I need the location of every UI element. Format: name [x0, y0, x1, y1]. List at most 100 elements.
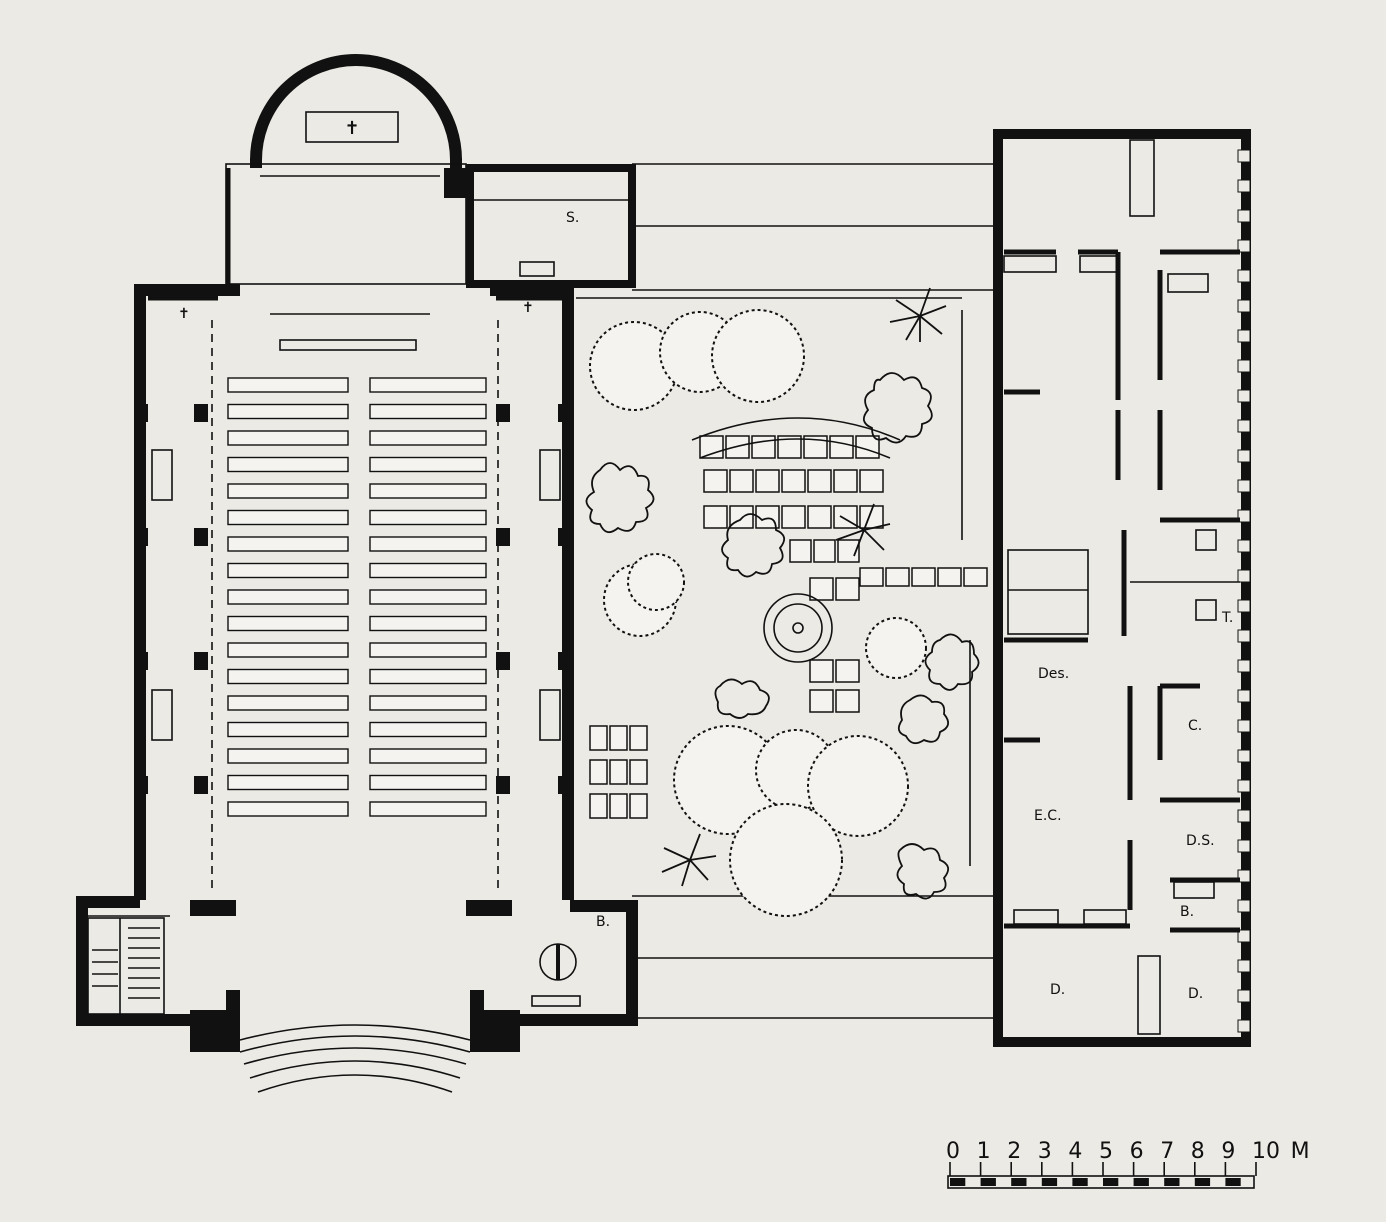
window [1237, 269, 1251, 283]
paving-stone [809, 689, 834, 713]
window [1237, 179, 1251, 193]
window [1237, 149, 1251, 163]
paving-stone [813, 539, 836, 563]
window [1237, 359, 1251, 373]
paving-stone [755, 469, 780, 493]
scale-tick-label: 6 [1130, 1139, 1144, 1164]
window [1237, 389, 1251, 403]
paving-stone [807, 469, 832, 493]
pew [227, 721, 349, 738]
scale-block [1103, 1178, 1119, 1186]
pew [227, 589, 349, 605]
window [1237, 629, 1251, 643]
room-label-baptistery: B. [596, 914, 610, 930]
pew [227, 430, 349, 446]
altar-cross: ✝ [344, 118, 359, 139]
nave-walls [134, 284, 574, 900]
pew [227, 403, 349, 420]
window [1237, 719, 1251, 733]
scale-block [1072, 1178, 1088, 1186]
scale-tick-label: 2 [1007, 1139, 1021, 1164]
pew [369, 801, 487, 817]
parish-stairs [1007, 139, 1161, 1035]
scale-block [1011, 1178, 1027, 1186]
narthex-walls [76, 896, 638, 1026]
paving-stone [835, 659, 860, 683]
window [1237, 329, 1251, 343]
pew [227, 483, 349, 499]
window [1237, 1019, 1251, 1033]
cloister-garden [585, 287, 988, 917]
paving-stone [609, 759, 628, 785]
paving-stone [609, 725, 628, 751]
paving-stone [833, 469, 858, 493]
scale-tick-label: 1 [977, 1139, 991, 1164]
window-openings [1237, 149, 1251, 1033]
pew [369, 562, 487, 579]
pew [227, 615, 349, 632]
pew [227, 642, 349, 658]
window [1237, 779, 1251, 793]
room-label-ec: E.C. [1034, 808, 1062, 824]
pew [227, 695, 349, 711]
scale-block [1164, 1178, 1180, 1186]
window [1237, 659, 1251, 673]
pew [369, 615, 487, 632]
pew [369, 456, 487, 473]
pew [369, 430, 487, 446]
pew [369, 536, 487, 552]
room-label-t: T. [1221, 610, 1233, 626]
paving-stone [729, 505, 754, 529]
window [1237, 869, 1251, 883]
pew [369, 695, 487, 711]
paving-arc [691, 417, 901, 441]
pew [227, 748, 349, 764]
svg-text:✝: ✝ [522, 300, 534, 316]
paving-stone [807, 505, 832, 529]
paving-stone [609, 793, 628, 819]
paving-stone [703, 469, 728, 493]
room-label-sacristy: S. [566, 210, 579, 226]
pew [369, 774, 487, 791]
window [1237, 749, 1251, 763]
pew [369, 642, 487, 658]
window [1237, 449, 1251, 463]
paving-stone [781, 505, 806, 529]
window [1237, 929, 1251, 943]
sacristy-room [466, 164, 636, 288]
window [1237, 479, 1251, 493]
scale-block [950, 1178, 966, 1186]
paving-stone [729, 469, 754, 493]
window [1237, 809, 1251, 823]
paving-stone [803, 435, 828, 459]
scale-tick-label: 7 [1160, 1139, 1174, 1164]
room-label-d-right: D. [1188, 986, 1203, 1002]
pew [369, 668, 487, 685]
paving-stone [963, 567, 988, 587]
scale-block [1133, 1178, 1149, 1186]
room-label-ds: D.S. [1186, 833, 1215, 849]
window [1237, 959, 1251, 973]
paving-stone [755, 505, 780, 529]
window [1237, 209, 1251, 223]
paving-stone [629, 759, 648, 785]
paving-stone [589, 793, 608, 819]
pew [227, 377, 349, 393]
scale-tick-label: 10 [1252, 1139, 1280, 1164]
room-label-d-left: D. [1050, 982, 1065, 998]
window [1237, 299, 1251, 313]
nave-columns [134, 404, 572, 794]
svg-text:✝: ✝ [178, 306, 190, 322]
scale-tick-label: 8 [1191, 1139, 1205, 1164]
scale-tick-label: 4 [1068, 1139, 1082, 1164]
paving-stone [751, 435, 776, 459]
scale-tick-label: 0 [946, 1139, 960, 1164]
paving-stone [629, 725, 648, 751]
window [1237, 689, 1251, 703]
church-building: ✝ S. ✝ ✝ [76, 54, 638, 1093]
window [1237, 989, 1251, 1003]
pew [227, 456, 349, 473]
narthex-stair [87, 917, 165, 1015]
